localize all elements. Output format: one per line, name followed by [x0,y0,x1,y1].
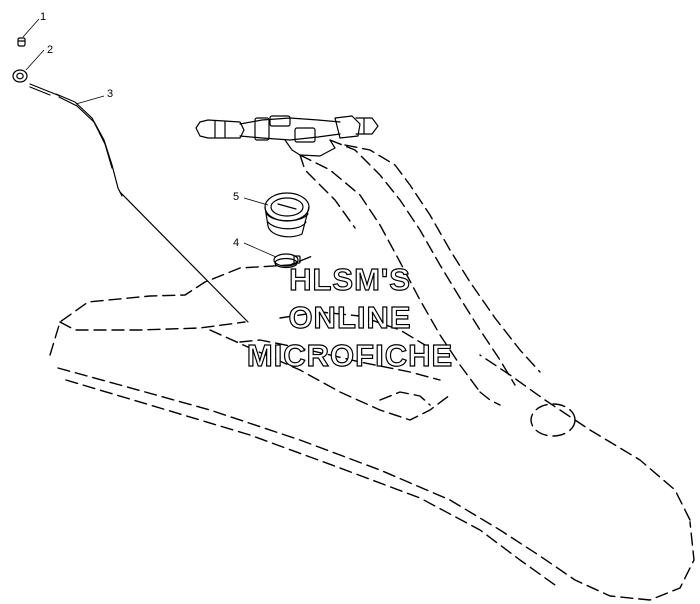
watermark: HLSM'S ONLINE MICROFICHE [246,261,453,373]
part-2-nut [12,69,28,83]
leader-line-2 [25,49,45,71]
watermark-line-2: ONLINE [288,300,411,335]
switch-housing [294,127,316,143]
part-4-clamp [273,253,301,269]
watermark-line-1: HLSM'S [289,262,411,297]
throttle-housing [254,117,270,141]
handlebar [195,115,379,157]
watermark-line-3: MICROFICHE [247,338,453,373]
callout-2: 2 [47,44,53,56]
callout-4: 4 [233,237,239,249]
leader-line-5 [243,197,269,206]
hull-outline [49,254,695,601]
leader-line-4 [243,242,277,258]
part-5-gauge [264,192,310,238]
steering-column-outline [299,139,541,406]
right-grip [355,117,379,135]
left-grip [195,119,245,139]
drain-plug-outline [530,403,576,437]
leader-line-3 [75,95,105,105]
callout-1: 1 [40,11,46,23]
part-3-cable [29,83,249,323]
part-1-plug [17,37,26,47]
callout-3: 3 [107,88,113,100]
leader-line-1 [22,18,40,38]
callout-5: 5 [233,191,239,203]
